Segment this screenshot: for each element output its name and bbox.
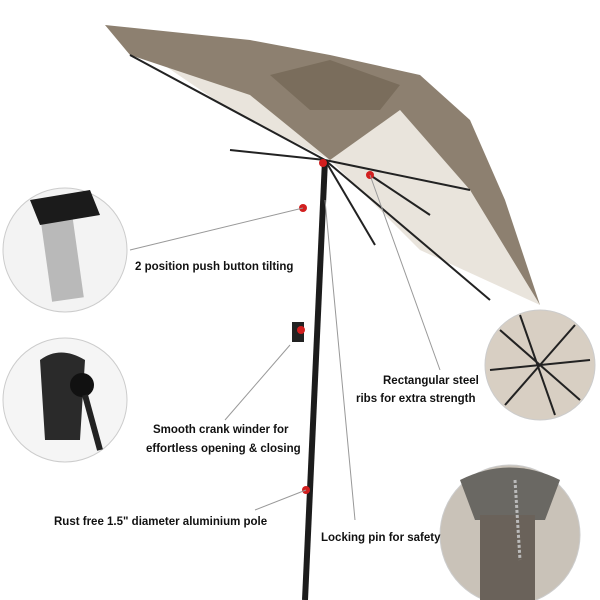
canopy-underside <box>105 25 540 305</box>
pole <box>302 159 328 600</box>
canopy-ribs <box>129 54 491 301</box>
canopy-vent <box>270 60 400 110</box>
callout-ribs-line1: Rectangular steel <box>383 375 479 387</box>
detail-tilt <box>2 187 128 313</box>
canopy-top <box>105 25 540 305</box>
detail-pin <box>439 464 581 600</box>
callout-crank-line1: Smooth crank winder for <box>153 424 289 436</box>
callout-tilt: 2 position push button tilting <box>135 261 294 273</box>
detail-ribs <box>484 309 596 421</box>
callout-crank-line2: effortless opening & closing <box>146 443 301 455</box>
callout-ribs-line2: ribs for extra strength <box>356 393 476 405</box>
crank-marker <box>297 326 305 334</box>
callout-lines <box>129 174 441 521</box>
detail-crank <box>2 337 128 463</box>
hub-marker <box>319 159 327 167</box>
callout-pole: Rust free 1.5" diameter aluminium pole <box>54 516 268 528</box>
callout-pin: Locking pin for safety <box>321 532 441 544</box>
